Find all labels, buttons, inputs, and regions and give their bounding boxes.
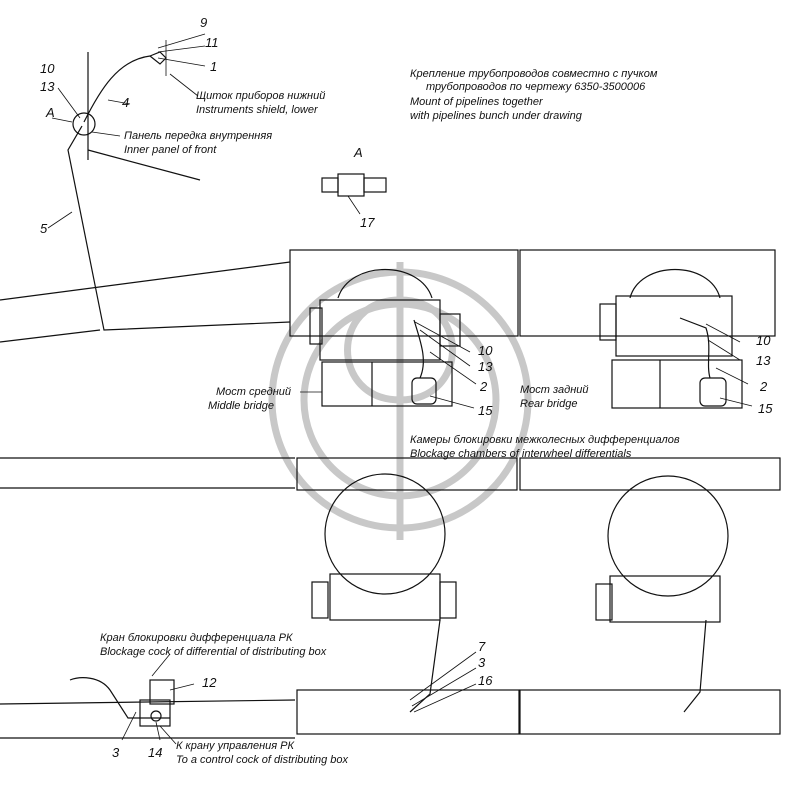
middle-bridge-drawing [300, 269, 477, 409]
control-cock-ru: К крану управления РК [176, 740, 294, 752]
part-13-label-rear: 13 [756, 353, 771, 368]
detail-a-title: A [354, 145, 363, 160]
part-2-label-rear: 2 [760, 379, 768, 394]
rear-bridge-ru: Мост задний [520, 384, 589, 396]
part-9-label: 9 [200, 15, 208, 30]
part-3-label-left: 3 [112, 745, 120, 760]
part-10-label-rear: 10 [756, 333, 771, 348]
part-1-label: 1 [210, 59, 218, 74]
blockage-cock-ru: Кран блокировки дифференциала РК [100, 632, 293, 644]
mount-note-ru-1: Крепление трубопроводов совместно с пучк… [410, 68, 658, 80]
mount-note-ru-2: трубопроводов по чертежу 6350-3500006 [426, 81, 646, 93]
instruments-shield-assembly [0, 33, 291, 343]
blockage-cock-en: Blockage cock of differential of distrib… [100, 646, 327, 658]
part-4-label: 4 [122, 95, 130, 110]
detail-a-fitting [321, 173, 387, 215]
middle-bridge-en: Middle bridge [208, 400, 275, 412]
part-14-label: 14 [148, 745, 163, 760]
part-13-label-top: 13 [40, 79, 55, 94]
control-cock-en: To a control cock of distributing box [176, 754, 349, 766]
blockage-chambers-ru: Камеры блокировки межколесных дифференци… [410, 434, 680, 446]
inner-panel-en: Inner panel of front [124, 144, 217, 156]
part-17-label: 17 [360, 215, 375, 230]
part-11-label: 11 [205, 35, 219, 50]
detail-a-label-left: A [46, 105, 55, 120]
part-12-label: 12 [202, 675, 217, 690]
rear-bridge-en: Rear bridge [520, 398, 578, 410]
lower-axles-drawing [311, 473, 729, 713]
instruments-shield-ru: Щиток приборов нижний [196, 90, 326, 102]
frame-rails [0, 249, 781, 739]
inner-panel-ru: Панель передка внутренняя [124, 130, 273, 142]
watermark-logo [268, 262, 532, 540]
blockage-chambers-en: Blockage chambers of interwheel differen… [410, 448, 632, 460]
instruments-shield-en: Instruments shield, lower [196, 104, 318, 116]
part-3-label-right: 3 [478, 655, 486, 670]
detail-a-circle [72, 112, 96, 136]
part-5-label: 5 [40, 221, 48, 236]
part-7-label: 7 [478, 639, 486, 654]
part-16-label: 16 [478, 673, 493, 688]
part-10-label-top: 10 [40, 61, 55, 76]
part-15-label-middle: 15 [478, 403, 493, 418]
part-2-label-middle: 2 [480, 379, 488, 394]
rear-bridge-drawing [599, 269, 753, 409]
middle-bridge-ru: Мост средний [216, 386, 291, 398]
mount-note-en-1: Mount of pipelines together [410, 96, 543, 108]
part-15-label-rear: 15 [758, 401, 773, 416]
mount-note-en-2: with pipelines bunch under drawing [410, 110, 582, 122]
part-13-label-middle: 13 [478, 359, 493, 374]
blockage-cock-drawing [69, 653, 195, 745]
part-10-label-middle: 10 [478, 343, 493, 358]
